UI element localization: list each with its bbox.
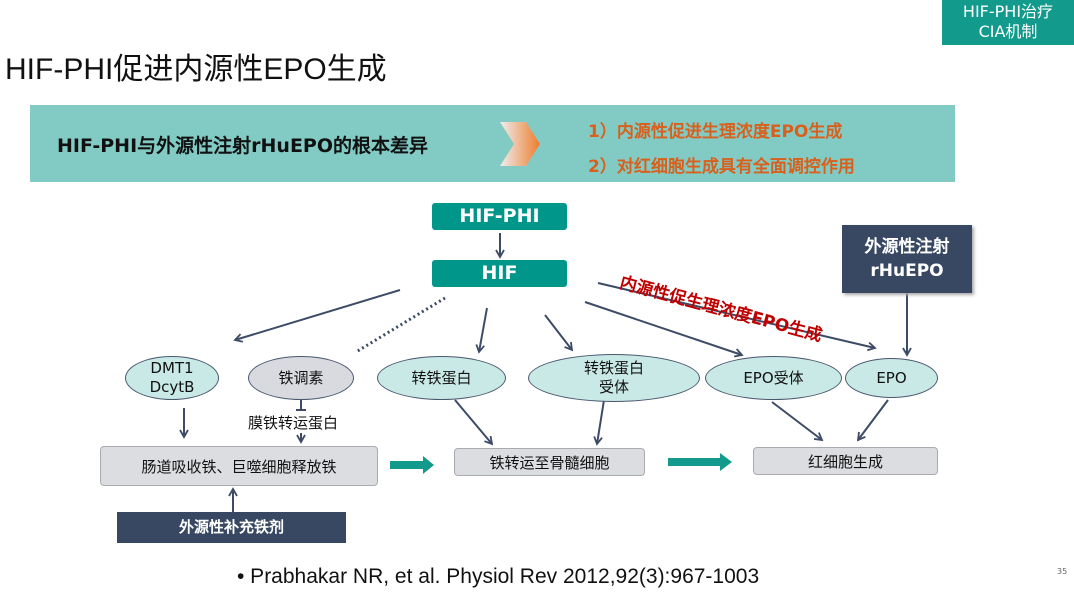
arrow-tfr-transport (593, 399, 605, 446)
arrow-epo-rbc (856, 399, 889, 442)
section-badge: HIF-PHI治疗 CIA机制 (942, 0, 1074, 45)
banner-point-2: 2）对红细胞生成具有全面调控作用 (588, 157, 855, 177)
arrow-hif-transferrin (475, 307, 488, 354)
badge-line2: CIA机制 (978, 22, 1038, 41)
arrow-hif-epo (597, 282, 877, 352)
tfr-label-1: 转铁蛋白 (583, 359, 644, 377)
ferroportin-label: 膜铁转运蛋白 (248, 412, 339, 433)
hif-box: HIF (432, 260, 567, 287)
gut-iron-box: 肠道吸收铁、巨噬细胞释放铁 (100, 446, 378, 486)
arrow-transferrin-transport (454, 399, 494, 446)
dmt1-label: DMT1 (150, 359, 194, 377)
node-transferrin: 转铁蛋白 (377, 356, 506, 400)
arrow-epor-rbc (771, 401, 824, 442)
citation: • Prabhakar NR, et al. Physiol Rev 2012,… (237, 565, 760, 588)
flow-arrow-1 (390, 456, 434, 474)
exogenous-iron-box: 外源性补充铁剂 (117, 512, 346, 543)
banner-point-1: 1）内源性促进生理浓度EPO生成 (588, 122, 843, 142)
node-epo-receptor: EPO受体 (705, 356, 842, 400)
dcytb-label: DcytB (149, 378, 195, 396)
node-epo: EPO (845, 358, 938, 398)
node-transferrin-receptor: 转铁蛋白受体 (528, 354, 700, 402)
erythropoiesis-box: 红细胞生成 (753, 447, 938, 475)
page-number: 35 (1057, 567, 1068, 576)
slide-title: HIF-PHI促进内源性EPO生成 (5, 53, 387, 86)
banner-heading: HIF-PHI与外源性注射rHuEPO的根本差异 (57, 135, 429, 157)
exo-epo-line1: 外源性注射 (864, 237, 950, 257)
chevron-right-icon (500, 122, 540, 166)
difference-banner: HIF-PHI与外源性注射rHuEPO的根本差异 1）内源性促进生理浓度EPO生… (30, 105, 955, 182)
dotted-hif-hepcidin (355, 296, 446, 354)
exogenous-rhuepo-box: 外源性注射 rHuEPO (842, 225, 972, 293)
arrow-hif-tfr (544, 314, 574, 352)
arrow-hif-dmt1 (233, 289, 401, 343)
badge-line1: HIF-PHI治疗 (962, 2, 1054, 21)
flow-arrow-2 (668, 453, 732, 471)
arrow-hif-epor (584, 301, 744, 358)
tfr-label-2: 受体 (598, 378, 629, 396)
hif-phi-box: HIF-PHI (432, 203, 567, 230)
exo-epo-line2: rHuEPO (870, 261, 944, 281)
node-hepcidin: 铁调素 (248, 356, 354, 400)
iron-transport-box: 铁转运至骨髓细胞 (454, 448, 645, 476)
